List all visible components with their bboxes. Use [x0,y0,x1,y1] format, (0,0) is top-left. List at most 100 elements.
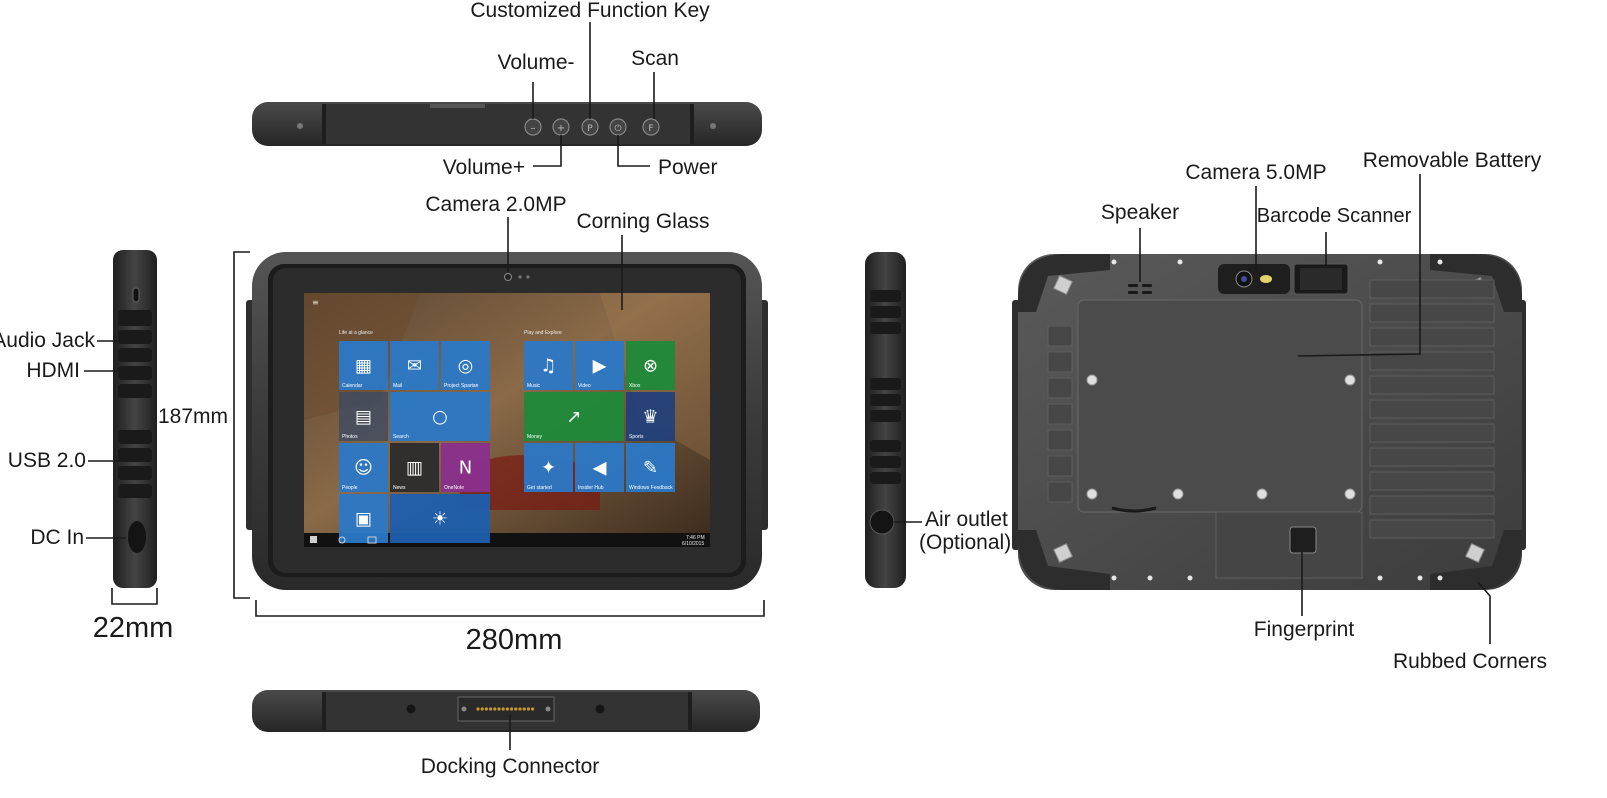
svg-text:P: P [587,124,593,134]
dock-pin [484,707,488,711]
weather-icon: ☀ [432,509,448,530]
taskbar-date: 6/10/2015 [682,541,704,547]
tile-insider-hub[interactable]: ◀ Insider Hub [575,443,624,492]
start-screen-tiles: ▦ Calendar ✉Mail ◎ Project Spartan ▤ Photos ○Se… [339,341,675,543]
tile-get-started[interactable]: ✦ Get started [524,443,573,492]
calendar-icon: ▦ [355,356,372,377]
windows-start-icon [310,536,317,543]
svg-text:≡: ≡ [312,298,319,307]
tile-label: Sports [629,434,644,440]
tile-label: News [393,485,406,491]
top-edge-view: – + P ⏻ F [252,102,762,146]
svg-text:⏻: ⏻ [614,123,621,134]
back-leader-lines [1139,174,1491,644]
tile-store[interactable]: ▣ [339,494,388,543]
people-icon: ☺ [354,458,373,479]
tile-xbox[interactable]: ⊗Xbox [626,341,675,390]
tile-music[interactable]: ♫ Music [524,341,573,390]
label-rubbed-corners: Rubbed Corners [1392,650,1548,673]
store-icon: ▣ [355,509,372,530]
tile-news[interactable]: ▥News [390,443,439,492]
top-leader-lines [532,22,655,167]
label-power: Power [658,156,718,179]
tile-weather[interactable]: ☀ [390,494,490,543]
label-fingerprint: Fingerprint [1253,618,1355,641]
tile-people[interactable]: ☺ People [339,443,388,492]
tile-search[interactable]: ○Search [390,392,490,441]
tile-label: Get started [527,485,552,491]
svg-text:+: + [557,123,565,134]
tile-video[interactable]: ▶Video [575,341,624,390]
lightbulb-icon: ✦ [541,458,556,479]
dock-pin [514,707,518,711]
trophy-icon: ♛ [642,407,658,428]
photos-icon: ▤ [355,407,372,428]
dock-pin [480,707,484,711]
globe-icon: ◎ [458,356,474,377]
tile-onenote[interactable]: N OneNote [441,443,490,492]
label-docking-connector: Docking Connector [420,755,600,778]
megaphone-icon: ◀ [593,458,607,479]
tile-money[interactable]: ↗Money [524,392,624,441]
tile-photos[interactable]: ▤ Photos [339,392,388,441]
label-scan: Scan [631,47,679,70]
dock-pin [526,707,531,711]
feedback-icon: ✎ [643,458,658,479]
label-removable-battery: Removable Battery [1362,149,1542,172]
label-camera-rear: Camera 5.0MP [1185,161,1327,184]
news-icon: ▥ [406,458,423,479]
dock-pin [497,707,501,711]
svg-text:–: – [531,123,536,134]
tile-label: Video [578,383,591,389]
dock-pin [510,707,514,711]
label-dc-in: DC In [30,526,84,549]
dock-pin [522,707,526,711]
tile-project-spartan[interactable]: ◎ Project Spartan [441,341,490,390]
label-barcode-scanner: Barcode Scanner [1256,205,1412,227]
tile-label: Project Spartan [444,383,479,389]
tile-label: OneNote [444,485,464,491]
money-chart-icon: ↗ [566,407,581,428]
tile-label: Photos [342,434,358,440]
tile-label: Calendar [342,383,363,389]
dock-pin [476,707,480,711]
tile-label: Windows Feedback [629,485,673,491]
label-corning-glass: Corning Glass [576,210,710,233]
label-hdmi: HDMI [26,359,80,382]
xbox-icon: ⊗ [643,356,658,377]
right-side-view [865,252,906,588]
tile-label: Mail [393,383,402,389]
label-camera-front: Camera 2.0MP [425,193,567,216]
tile-label: People [342,485,358,491]
tile-mail[interactable]: ✉Mail [390,341,439,390]
label-width-dimension: 280mm [465,624,563,656]
dock-pin [501,707,505,711]
tile-label: Insider Hub [578,485,604,491]
label-air-outlet: Air outlet [925,508,1008,531]
tile-label: Music [527,383,541,389]
label-volume-minus: Volume- [497,51,575,74]
left-leader-lines [84,340,158,605]
onenote-icon: N [459,458,472,479]
dock-pin [531,707,535,711]
left-side-view [113,250,157,588]
video-icon: ▶ [593,356,607,377]
cortana-icon: ○ [432,407,448,428]
label-height-dimension: 187mm [158,405,229,428]
label-volume-plus: Volume+ [442,156,525,179]
dock-pin [518,707,522,711]
label-speaker: Speaker [1100,201,1180,224]
task-view-icon [367,536,377,544]
tile-sports[interactable]: ♛ Sports [626,392,675,441]
svg-text:F: F [648,124,653,134]
tile-windows-feedback[interactable]: ✎ Windows Feedback [626,443,675,492]
dock-pin [489,707,493,711]
dock-pin [493,707,497,711]
front-leader-lines [233,217,765,617]
label-customized-function-key: Customized Function Key [470,0,710,22]
tile-calendar[interactable]: ▦ Calendar [339,341,388,390]
taskbar [310,536,377,544]
taskbar-time: 7:46 PM [686,535,705,541]
headphones-icon: ♫ [540,356,556,377]
